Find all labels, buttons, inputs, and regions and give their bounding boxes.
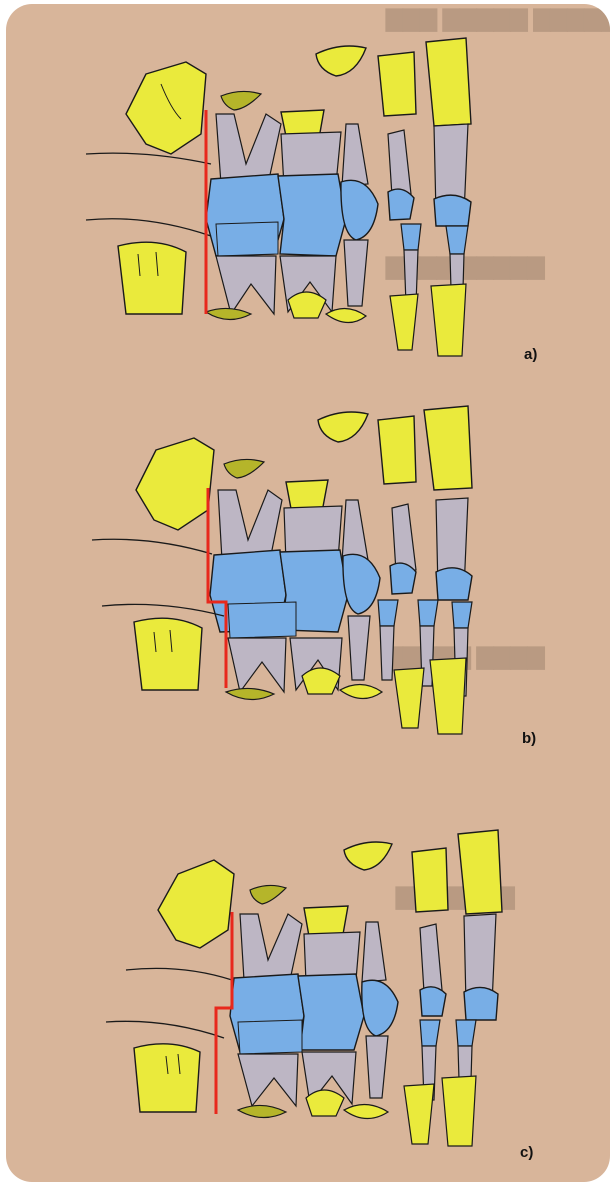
teeth-group [134, 830, 502, 1146]
terminal-plane-line [216, 912, 232, 1114]
pointer-line-lower [106, 1021, 224, 1038]
dental-diagram [6, 794, 610, 1174]
panel-a: a) [6, 14, 610, 394]
panel-c: c) [6, 794, 610, 1174]
dental-diagram [6, 14, 610, 394]
dental-diagram [6, 390, 610, 770]
pointer-line-upper [126, 968, 232, 980]
teeth-group [134, 406, 472, 734]
pointer-line-lower [102, 604, 224, 616]
panel-label: c) [520, 1144, 533, 1161]
pointer-line-upper [92, 539, 212, 554]
pointer-line-upper [86, 153, 211, 164]
panel-b: b) [6, 390, 610, 770]
panel-label: b) [522, 730, 536, 747]
teeth-group [118, 38, 471, 356]
pointer-line-lower [86, 219, 211, 236]
panel-label: a) [524, 346, 537, 363]
figure-card: ▇▇▇ ▇▇▇▇▇ ▇▇▇▇▇▇ ▇▇▇ ▇▇▇▇ ▇▇▇▇▇ ▇▇▇▇▇ ▇▇… [6, 4, 610, 1182]
